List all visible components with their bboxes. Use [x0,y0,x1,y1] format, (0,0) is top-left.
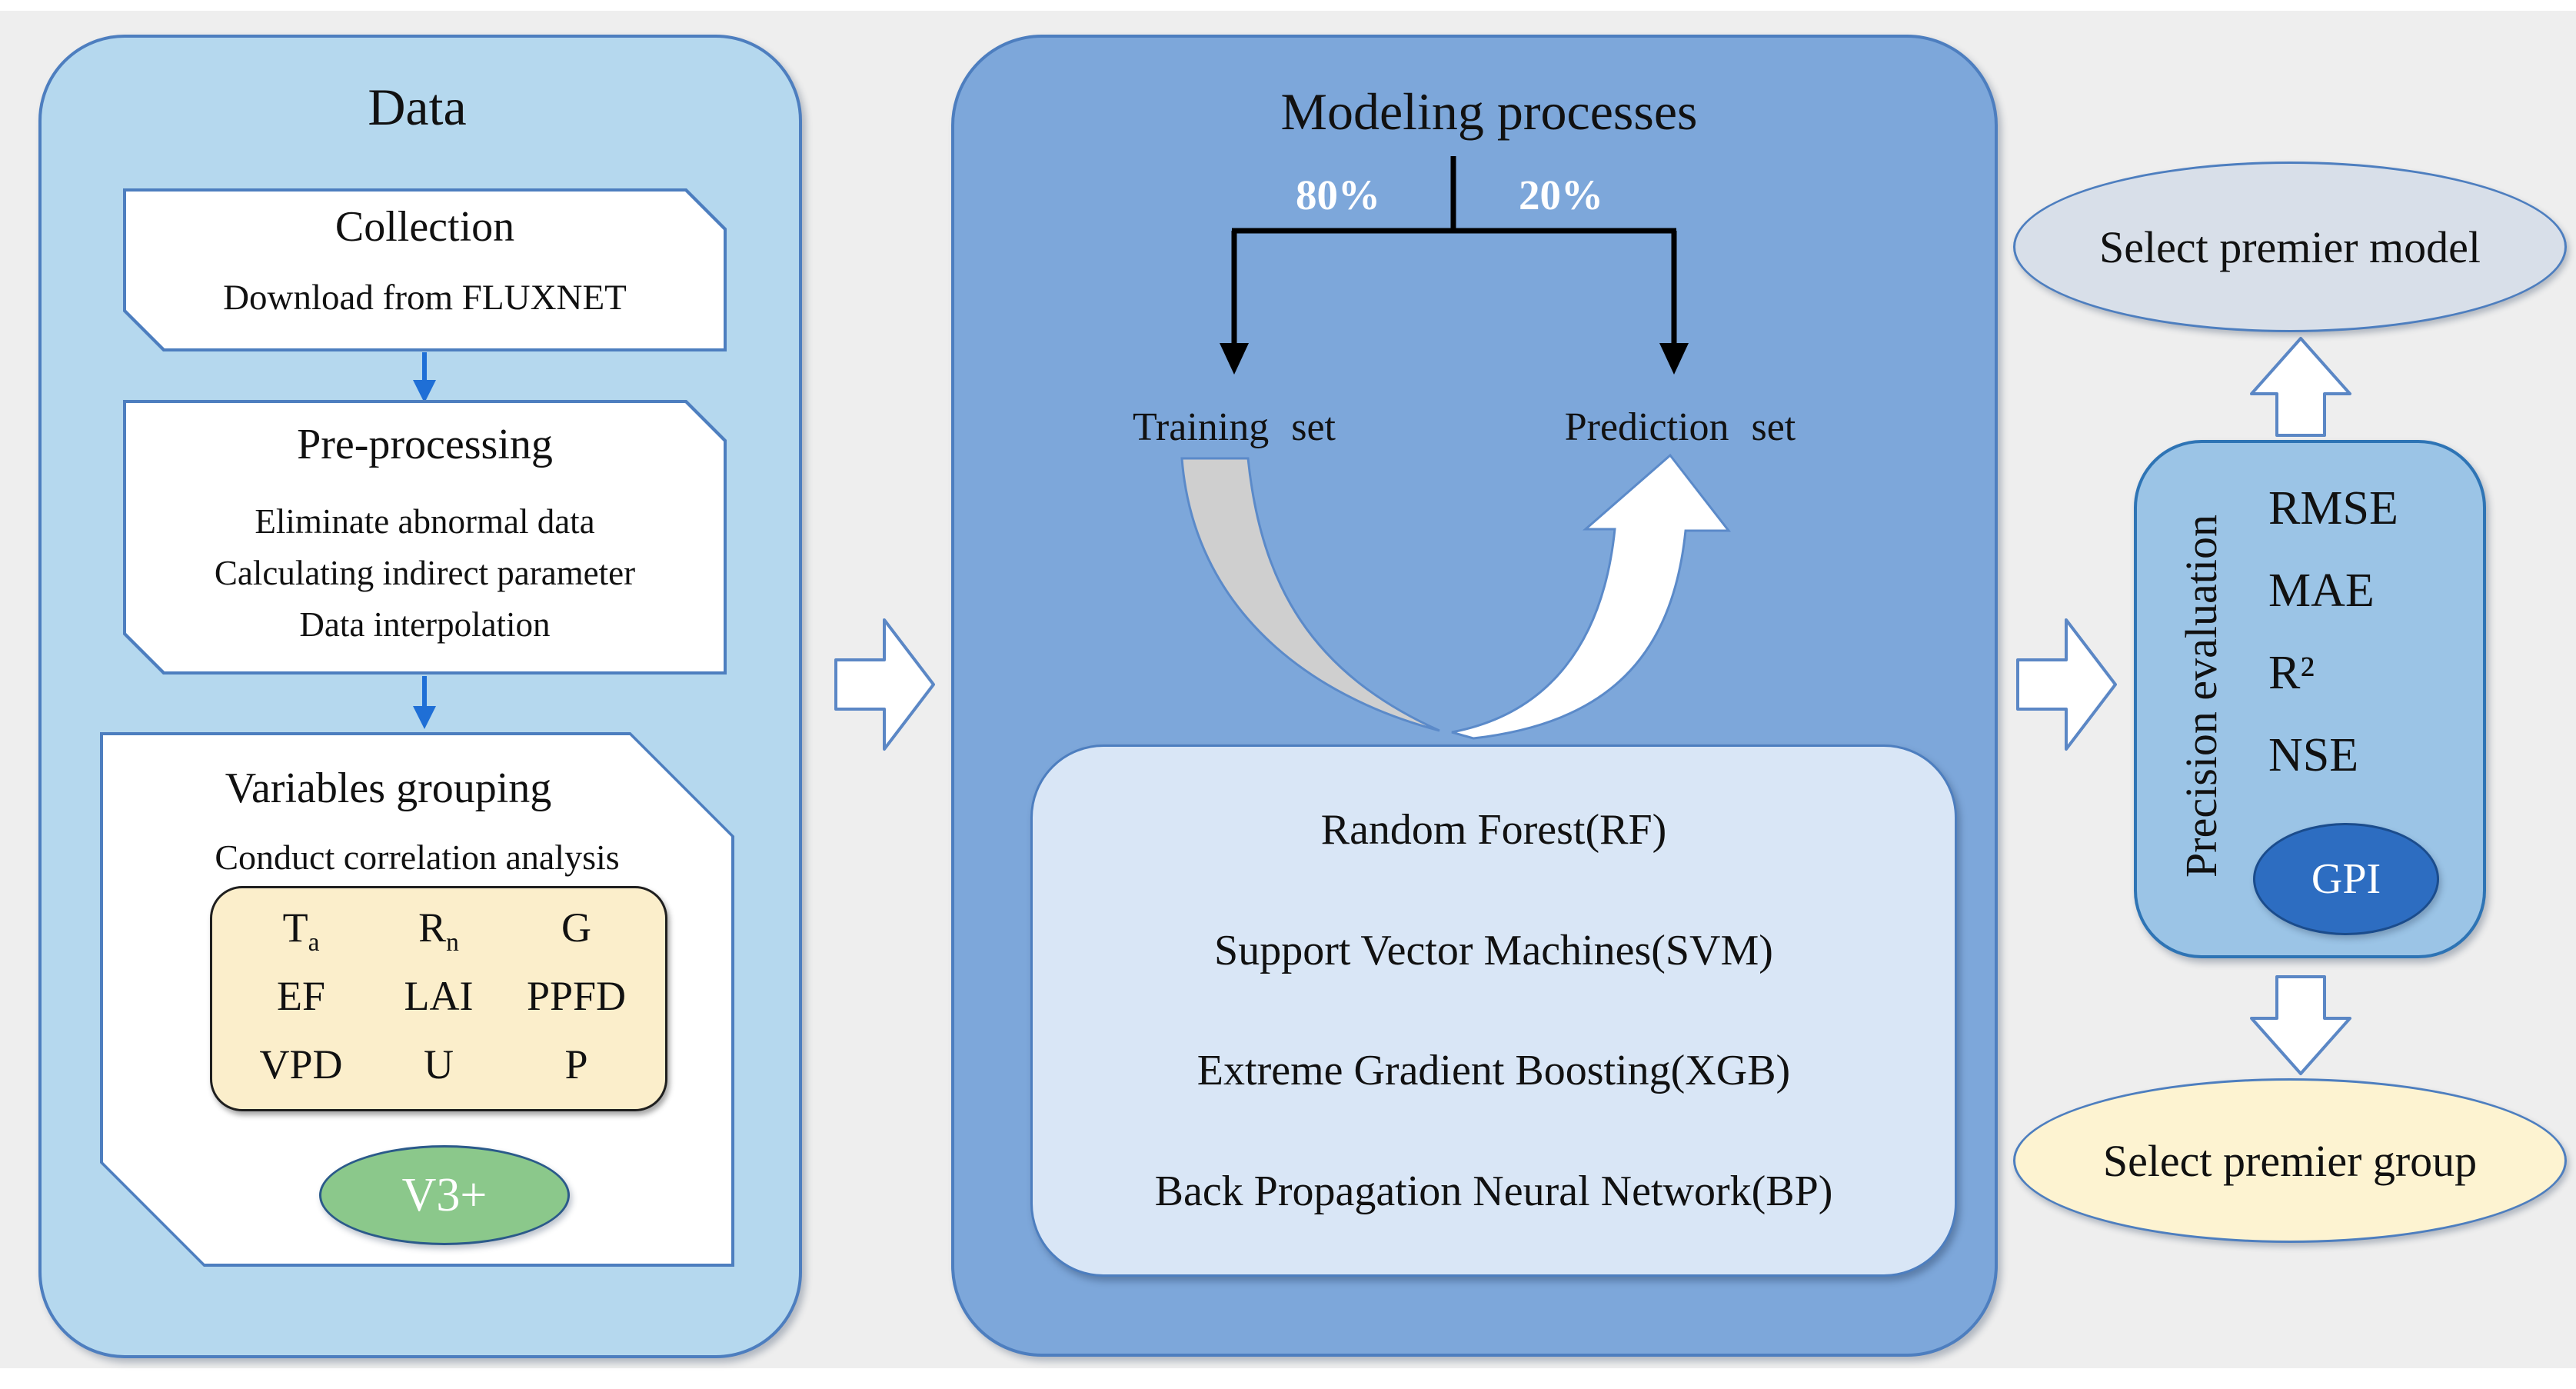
metric-r2: R² [2268,647,2315,699]
preprocessing-box [123,400,727,675]
modeling-panel-title: Modeling processes [1280,82,1698,141]
model-svm: Support Vector Machines(SVM) [1214,926,1773,974]
variables-table: Ta Rn G EF LAI PPFD VPD U P [210,886,667,1111]
variable-rn: Rn [418,904,459,957]
collection-box [123,188,727,351]
variable-ppfd: PPFD [526,972,627,1019]
select-premier-model-label: Select premier model [2098,222,2481,272]
panel-connector-arrow-left-icon [834,618,935,751]
select-premier-group-ellipse: Select premier group [2013,1078,2567,1243]
precision-evaluation-title: Precision evaluation [2175,515,2226,878]
collection-subtitle: Download from FLUXNET [223,278,627,318]
variable-u: U [424,1041,454,1088]
top-margin [0,0,2576,11]
gpi-badge: GPI [2253,823,2439,935]
preprocessing-step: Calculating indirect parameter [214,554,636,592]
split-right-percent: 20% [1519,172,1603,218]
variables-grouping-title: Variables grouping [225,764,552,812]
collection-box-face [126,192,724,348]
select-premier-group-label: Select premier group [2102,1135,2478,1186]
v3-badge-label: V3+ [401,1168,488,1221]
gpi-badge-label: GPI [2311,855,2381,903]
training-set-label: Training set [1133,405,1336,449]
arrow-up-icon [2250,337,2351,437]
variable-p: P [564,1041,588,1088]
metric-mae: MAE [2268,565,2375,617]
models-list-box: Random Forest(RF) Support Vector Machine… [1030,744,1957,1277]
variable-ta: Ta [282,904,320,957]
model-rf: Random Forest(RF) [1320,806,1667,854]
split-left-percent: 80% [1296,172,1380,218]
preprocessing-box-face [126,403,724,671]
metrics-list: RMSE MAE R² NSE [2268,468,2398,797]
preprocessing-title: Pre-processing [297,421,553,468]
variable-ef: EF [276,972,326,1019]
model-bp: Back Propagation Neural Network(BP) [1154,1167,1833,1215]
arrow-down-icon [2250,975,2351,1075]
metric-rmse: RMSE [2268,482,2398,535]
preprocessing-step: Data interpolation [299,605,551,644]
preprocessing-steps: Eliminate abnormal data Calculating indi… [123,496,727,651]
variable-lai: LAI [404,972,474,1019]
variables-grouping-subtitle: Conduct correlation analysis [215,838,620,877]
data-panel-title: Data [368,78,467,136]
prediction-set-label: Prediction set [1564,405,1796,449]
variable-g: G [561,904,591,951]
panel-connector-arrow-right-icon [2016,618,2117,751]
metric-nse: NSE [2268,729,2359,781]
v3-badge: V3+ [319,1145,570,1245]
model-xgb: Extreme Gradient Boosting(XGB) [1196,1047,1791,1095]
bottom-margin [0,1368,2576,1389]
preprocessing-step: Eliminate abnormal data [255,502,595,541]
variable-vpd: VPD [259,1041,343,1088]
collection-title: Collection [334,203,515,251]
select-premier-model-ellipse: Select premier model [2013,162,2567,332]
